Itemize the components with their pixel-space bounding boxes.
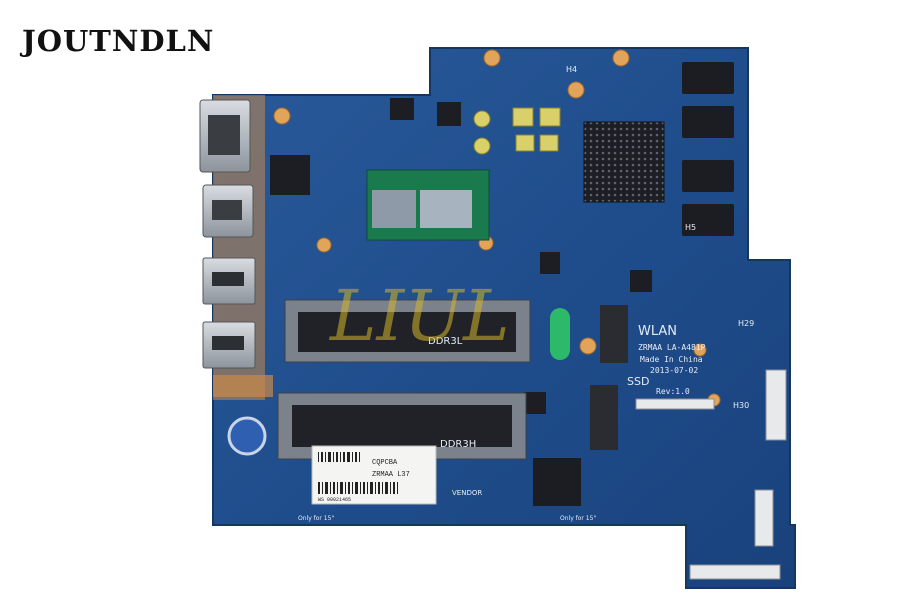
power-components (270, 98, 652, 414)
stand-off-green (550, 308, 570, 360)
ec-chip (533, 458, 581, 506)
barcode-2 (318, 482, 398, 494)
silk-h30: H30 (733, 401, 749, 410)
sticker-code: WS 00021465 (318, 497, 351, 503)
silk-wlan: WLAN (638, 324, 677, 339)
ram-slot-ddr3l (284, 299, 531, 363)
hdmi-port (202, 184, 254, 238)
silk-only-for-1: Only for 15" (298, 515, 334, 522)
bga-chip (583, 121, 665, 203)
silk-ddr3h: DDR3H (440, 439, 476, 450)
silk-vendor: VENDOR (452, 489, 482, 497)
usb-port-1 (202, 257, 256, 305)
watermark-text: LIUL (328, 275, 510, 357)
ssd-connector (590, 385, 618, 450)
silk-made-in: Made In China (640, 355, 703, 364)
wlan-connector (600, 305, 628, 363)
silk-h29: H29 (738, 319, 754, 328)
brand-logo-text: JOUTNDLN (22, 24, 215, 58)
silk-h4: H4 (566, 65, 577, 74)
battery-capacitor (227, 416, 267, 456)
sticker-line1: CQPCBA (372, 459, 398, 467)
silk-date: 2013-07-02 (650, 366, 698, 375)
barcode-sticker: CQPCBA ZRMAA L37 WS 00021465 (311, 445, 437, 505)
sticker-line2: ZRMAA L37 (372, 471, 410, 479)
usb-port-2 (202, 321, 256, 369)
capacitors (473, 107, 561, 155)
silk-only-for-2: Only for 15" (560, 515, 596, 522)
memory-chips (682, 62, 734, 236)
silk-rev: Rev:1.0 (656, 387, 690, 396)
ethernet-port (199, 99, 251, 173)
ribbon-connectors (635, 369, 787, 580)
silk-ddr3l: DDR3L (428, 336, 463, 347)
silk-h5: H5 (685, 223, 696, 232)
barcode-1 (318, 452, 360, 462)
silk-model: ZRMAA LA-A481P (638, 343, 706, 352)
silk-ssd: SSD (627, 375, 649, 388)
cpu-chip (366, 169, 490, 241)
